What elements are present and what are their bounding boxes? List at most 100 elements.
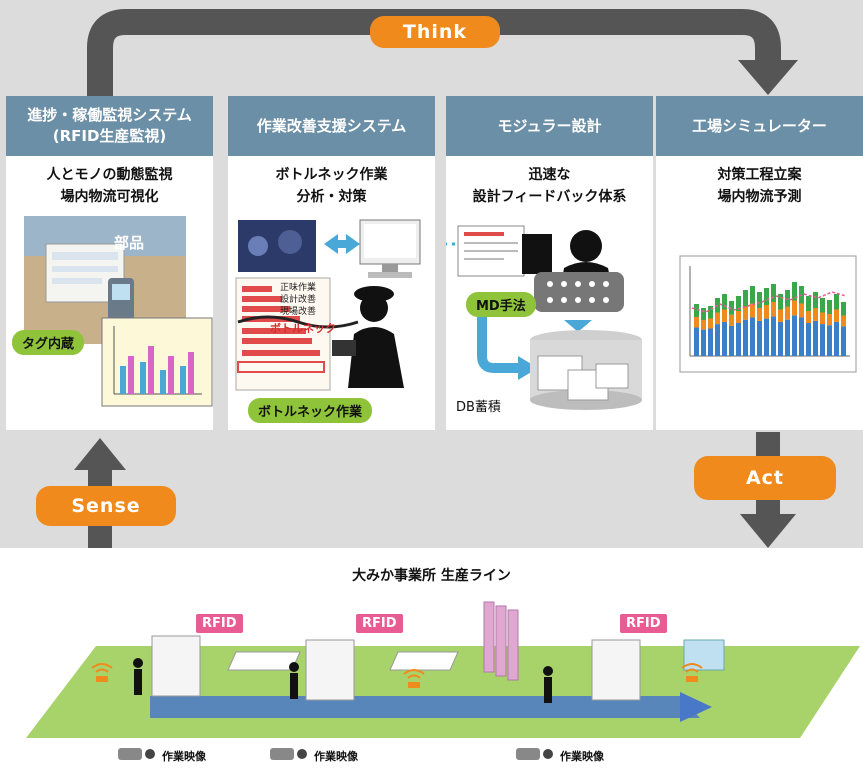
panel-modular-design: モジュラー設計 迅速な 設計フィードバック体系 MD手法 DB蓄積	[446, 96, 653, 430]
sim-bar-segment	[813, 320, 818, 356]
terminal-box	[683, 639, 725, 671]
sim-bar-segment	[743, 319, 748, 356]
panel-subtitle: ボトルネック作業 分析・対策	[275, 167, 388, 205]
rfid-tag: RFID	[620, 614, 667, 633]
sim-bar-segment	[701, 308, 706, 320]
bottleneck-callout: ボトルネック作業	[248, 398, 373, 423]
sim-bar-segment	[729, 325, 734, 356]
panel-title: 作業改善支援システム	[228, 96, 435, 156]
sim-bar-segment	[778, 309, 783, 322]
sim-bar-segment	[715, 312, 720, 325]
sim-bar-segment	[729, 314, 734, 326]
bottleneck-chart-label: ボトルネック	[270, 322, 336, 335]
act-arrow-head	[740, 514, 796, 548]
act-pill: Act	[694, 456, 836, 500]
sim-bar-segment	[820, 298, 825, 313]
rfid-tag: RFID	[196, 614, 243, 633]
factory-title: 大みか事業所 生産ライン	[352, 568, 511, 584]
sim-bar-segment	[694, 317, 699, 328]
sim-bar-segment	[841, 315, 846, 327]
panel-title: 進捗・稼働監視システム (RFID生産監視)	[6, 96, 213, 156]
panel-subtitle: 迅速な 設計フィードバック体系	[472, 167, 627, 205]
sim-bar-segment	[722, 309, 727, 322]
camera-label: 作業映像	[560, 750, 604, 763]
sim-bar-segment	[750, 317, 755, 356]
sim-bar-segment	[750, 286, 755, 304]
sim-bar-segment	[708, 328, 713, 356]
sim-bar-segment	[750, 303, 755, 318]
sim-bar-segment	[743, 306, 748, 320]
neural-network-icon	[534, 272, 624, 312]
camera-icon	[118, 748, 553, 760]
sim-bar-segment	[771, 316, 776, 356]
db-storage-label: DB蓄積	[456, 400, 501, 415]
sim-bar-segment	[834, 309, 839, 322]
sim-bar-segment	[827, 314, 832, 326]
panel-factory-simulator: 工場シミュレーター 対策工程立案 場内物流予測	[656, 96, 863, 430]
rfid-tag: RFID	[356, 614, 403, 633]
sim-bar-segment	[792, 282, 797, 301]
md-method-callout: MD手法	[466, 292, 536, 317]
sim-bar-segment	[764, 318, 769, 356]
panel-subtitle: 対策工程立案 場内物流予測	[717, 167, 802, 205]
sim-bar-segment	[729, 301, 734, 315]
workstation	[151, 635, 641, 701]
sim-bar-segment	[708, 318, 713, 329]
simulation-chart-thumbnail	[679, 255, 857, 373]
sim-bar-segment	[771, 284, 776, 302]
wifi-icon	[91, 663, 703, 679]
sim-bar-segment	[799, 317, 804, 356]
chart-legend: 正味作業 設計改善 現場改善	[280, 282, 316, 318]
sim-bar-segment	[792, 300, 797, 316]
sim-bar-segment	[715, 324, 720, 356]
bottleneck-illustration	[235, 219, 421, 391]
panel-rack	[483, 601, 519, 681]
camera-label: 作業映像	[162, 750, 206, 763]
sim-bar-segment	[785, 319, 790, 356]
panel-monitoring: 進捗・稼働監視システム (RFID生産監視) 人とモノの動態監視 場内物流可視化…	[6, 96, 213, 430]
parts-label: 部品	[114, 234, 145, 252]
sim-bar-segment	[827, 325, 832, 356]
sim-bar-segment	[764, 288, 769, 305]
sim-bar-segment	[820, 312, 825, 325]
sim-bar-segment	[764, 305, 769, 319]
sim-bar-segment	[694, 327, 699, 356]
sim-bar-segment	[757, 320, 762, 356]
panel-title: 工場シミュレーター	[656, 96, 863, 156]
modular-design-illustration	[446, 225, 642, 410]
sim-bar-segment	[757, 292, 762, 308]
sim-bar-segment	[701, 329, 706, 356]
sim-bar-segment	[757, 308, 762, 321]
sim-bar-segment	[778, 321, 783, 356]
sim-bar-segment	[778, 294, 783, 310]
tag-callout: タグ内蔵	[12, 330, 85, 355]
legend-item: 現場改善	[280, 307, 317, 317]
panel-work-improvement: 作業改善支援システム ボトルネック作業 分析・対策 ボトルネック 正味作業 設計…	[228, 96, 435, 430]
sim-bar-segment	[799, 303, 804, 318]
sim-bar-segment	[736, 323, 741, 356]
sense-pill: Sense	[36, 486, 176, 526]
panel-title: モジュラー設計	[446, 96, 653, 156]
sim-bar-segment	[785, 306, 790, 320]
sim-bar-segment	[813, 308, 818, 321]
sim-bar-segment	[827, 300, 832, 314]
production-line-illustration	[26, 601, 860, 760]
sim-bar-segment	[841, 326, 846, 356]
sim-bar-segment	[813, 292, 818, 308]
rfid-photo-illustration	[24, 216, 213, 407]
sim-bar-segment	[792, 315, 797, 356]
sim-bar-segment	[820, 324, 825, 356]
sim-bar-segment	[841, 302, 846, 316]
sim-bar-segment	[806, 311, 811, 323]
think-pill: Think	[370, 16, 500, 48]
sim-bar-segment	[834, 321, 839, 356]
sense-arrow-head	[74, 438, 126, 470]
legend-item: 正味作業	[280, 283, 317, 293]
panel-subtitle: 人とモノの動態監視 場内物流可視化	[46, 167, 173, 205]
worker-figure	[133, 658, 553, 703]
conveyor-line	[150, 696, 700, 718]
legend-item: 設計改善	[280, 295, 317, 305]
sim-bar-segment	[806, 323, 811, 356]
sim-bar-segment	[722, 321, 727, 356]
sim-bar-segment	[736, 296, 741, 311]
